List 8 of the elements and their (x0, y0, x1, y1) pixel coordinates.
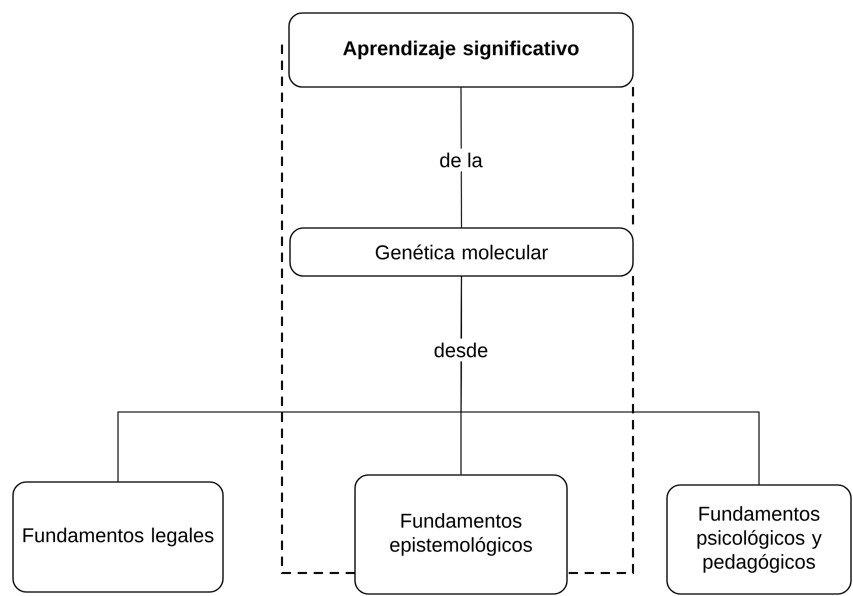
rounded-box: Fundamentos legales (12, 481, 224, 593)
rounded-box: Fundamentos psicológicos y pedagógicos (666, 484, 852, 595)
rounded-box: Aprendizaje significativo (288, 12, 634, 88)
edge-label: desde (430, 338, 492, 362)
rounded-box: Genética molecular (289, 227, 634, 277)
edge-label: de la (435, 148, 487, 172)
connector-line (460, 276, 760, 484)
rounded-box: Fundamentos epistemológicos (354, 474, 568, 595)
